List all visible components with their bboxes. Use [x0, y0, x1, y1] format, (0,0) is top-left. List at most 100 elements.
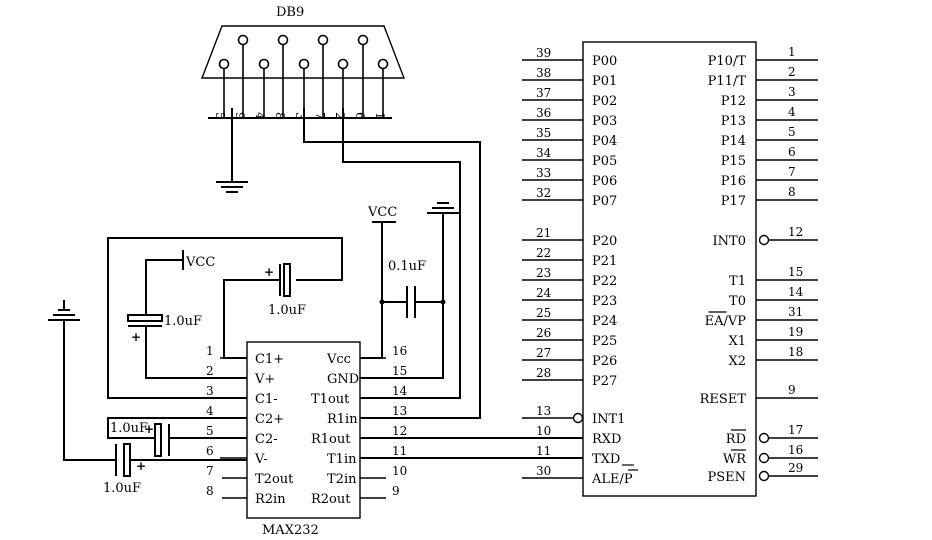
max232-pin-name: V- — [254, 452, 268, 467]
db9-ground-symbol — [216, 108, 248, 193]
cap-decouple-label: 0.1uF — [388, 259, 426, 274]
db9-pin-hole — [298, 58, 310, 70]
max232-pin-name: C1+ — [255, 352, 284, 367]
db9-title: DB9 — [276, 5, 304, 20]
serial-wiring — [303, 108, 481, 419]
db9-shell — [200, 25, 406, 79]
cap-c1-label: 1.0uF — [268, 303, 306, 318]
mcu-pin-name: P12 — [721, 94, 746, 109]
wire-db9-2-to-t1out — [342, 108, 461, 399]
mcu-pin-name: P21 — [592, 254, 617, 269]
svg-text:+: + — [144, 422, 154, 436]
vcc-top-rail: VCC — [360, 205, 397, 359]
mcu-pin-name: P13 — [721, 114, 746, 129]
capacitor-decoupling: 0.1uF — [382, 259, 446, 318]
inverted-pin-bubble — [758, 470, 770, 482]
mcu-pin-name: P23 — [592, 294, 617, 309]
mcu-pin-name: X2 — [728, 354, 746, 369]
mcu-right-pins: 1P10/T2P11/T3P124P135P146P157P168P1712IN… — [700, 45, 818, 485]
max232-pin-number: 3 — [206, 384, 214, 398]
mcu-pin-number: 35 — [536, 126, 551, 140]
mcu-pin-name: X1 — [728, 334, 746, 349]
max232-pin-number: 6 — [206, 444, 214, 458]
db9-pin-number: 8 — [273, 112, 287, 120]
mcu-pin-name: RESET — [700, 392, 747, 407]
mcu-pin-number: 9 — [788, 383, 796, 397]
mcu-pin-name: P02 — [592, 94, 617, 109]
ground-left-symbol — [48, 300, 116, 461]
mcu-pin-number: 39 — [536, 46, 551, 60]
max232-pin-name: V+ — [254, 372, 275, 387]
mcu-pin-name: P14 — [721, 134, 746, 149]
mcu-pin-number: 38 — [536, 66, 551, 80]
mcu-pin-name: P17 — [721, 194, 746, 209]
mcu-pin-name: INT1 — [592, 412, 625, 427]
mcu-pin-name: P20 — [592, 234, 617, 249]
mcu-pin-name: PSEN — [707, 470, 746, 485]
max232-pin-number: 8 — [206, 484, 214, 498]
mcu-pin-number: 24 — [536, 286, 552, 300]
inverted-pin-bubble — [758, 452, 770, 464]
mcu-pin-number: 37 — [536, 86, 551, 100]
max232-pin-name: R1out — [311, 432, 351, 447]
db9-pin-number: 5 — [213, 112, 227, 120]
max232-pin-name: R2in — [255, 492, 286, 507]
mcu-pin-number: 2 — [788, 65, 796, 79]
mcu-pin-number: 19 — [788, 325, 803, 339]
mcu-pin-name: P15 — [721, 154, 746, 169]
cap-vminus-label: 1.0uF — [103, 481, 141, 496]
mcu-pin-number: 21 — [536, 226, 551, 240]
mcu-pin-name: P00 — [592, 54, 617, 69]
capacitor-vplus: VCC + 1.0uF — [127, 250, 247, 379]
mcu-pin-number: 30 — [536, 464, 551, 478]
db9-pin-number: 9 — [233, 112, 247, 120]
mcu-pin-name: RXD — [592, 432, 621, 447]
db9-pin-number: 1 — [373, 112, 387, 120]
db9-pin-hole — [357, 34, 369, 46]
cap-vplus-label: 1.0uF — [164, 314, 202, 329]
mcu-pin-name: P04 — [592, 134, 617, 149]
mcu-pin-number: 8 — [788, 185, 796, 199]
mcu-pin-number: 16 — [788, 443, 803, 457]
max232-pin-number: 1 — [206, 344, 214, 358]
mcu-pin-name: P05 — [592, 154, 617, 169]
mcu-pin-number: 4 — [788, 105, 796, 119]
max232-chip: MAX232 1C1+2V+3C1-4C2+5C2-6V-7T2out8R2in… — [206, 341, 408, 538]
wire-db9-3-to-r1in — [303, 108, 481, 419]
mcu-pin-name: T0 — [729, 294, 746, 309]
capacitor-vminus: + 1.0uF — [103, 443, 247, 496]
mcu-pin-number: 34 — [536, 146, 552, 160]
mcu-pin-name: WR — [723, 452, 747, 467]
mcu-pin-name: P22 — [592, 274, 617, 289]
max232-pin-number: 5 — [206, 424, 214, 438]
mcu-pin-name: P03 — [592, 114, 617, 129]
mcu-chip: 39P0038P0137P0236P0335P0434P0533P0632P07… — [522, 41, 818, 497]
mcu-pin-number: 10 — [536, 424, 551, 438]
db9-pin-number: 2 — [333, 112, 347, 120]
db9-pin-number: 4 — [253, 112, 267, 120]
ground-gnd-symbol — [360, 202, 459, 379]
mcu-pin-name: RD — [726, 432, 746, 447]
mcu-pin-name: TXD — [592, 452, 620, 467]
vcc-top-label: VCC — [367, 205, 397, 220]
inverted-pin-bubble — [758, 234, 770, 246]
max232-pin-number: 16 — [392, 344, 407, 358]
db9-pin-hole — [277, 34, 289, 46]
mcu-pin-number: 6 — [788, 145, 796, 159]
mcu-pin-name: P16 — [721, 174, 746, 189]
mcu-pin-number: 23 — [536, 266, 551, 280]
mcu-pin-number: 14 — [788, 285, 804, 299]
max232-pin-name: C2+ — [255, 412, 284, 427]
mcu-pin-number: 31 — [788, 305, 803, 319]
max232-pin-name: T2out — [255, 472, 294, 487]
mcu-pin-number: 36 — [536, 106, 551, 120]
max232-pin-number: 11 — [392, 444, 407, 458]
mcu-pin-number: 11 — [536, 444, 551, 458]
mcu-pin-name: P06 — [592, 174, 617, 189]
mcu-pin-name: P10/T — [708, 54, 747, 69]
max232-pin-name: GND — [327, 372, 359, 387]
max232-pin-number: 2 — [206, 364, 214, 378]
db9-pin-hole — [237, 34, 249, 46]
